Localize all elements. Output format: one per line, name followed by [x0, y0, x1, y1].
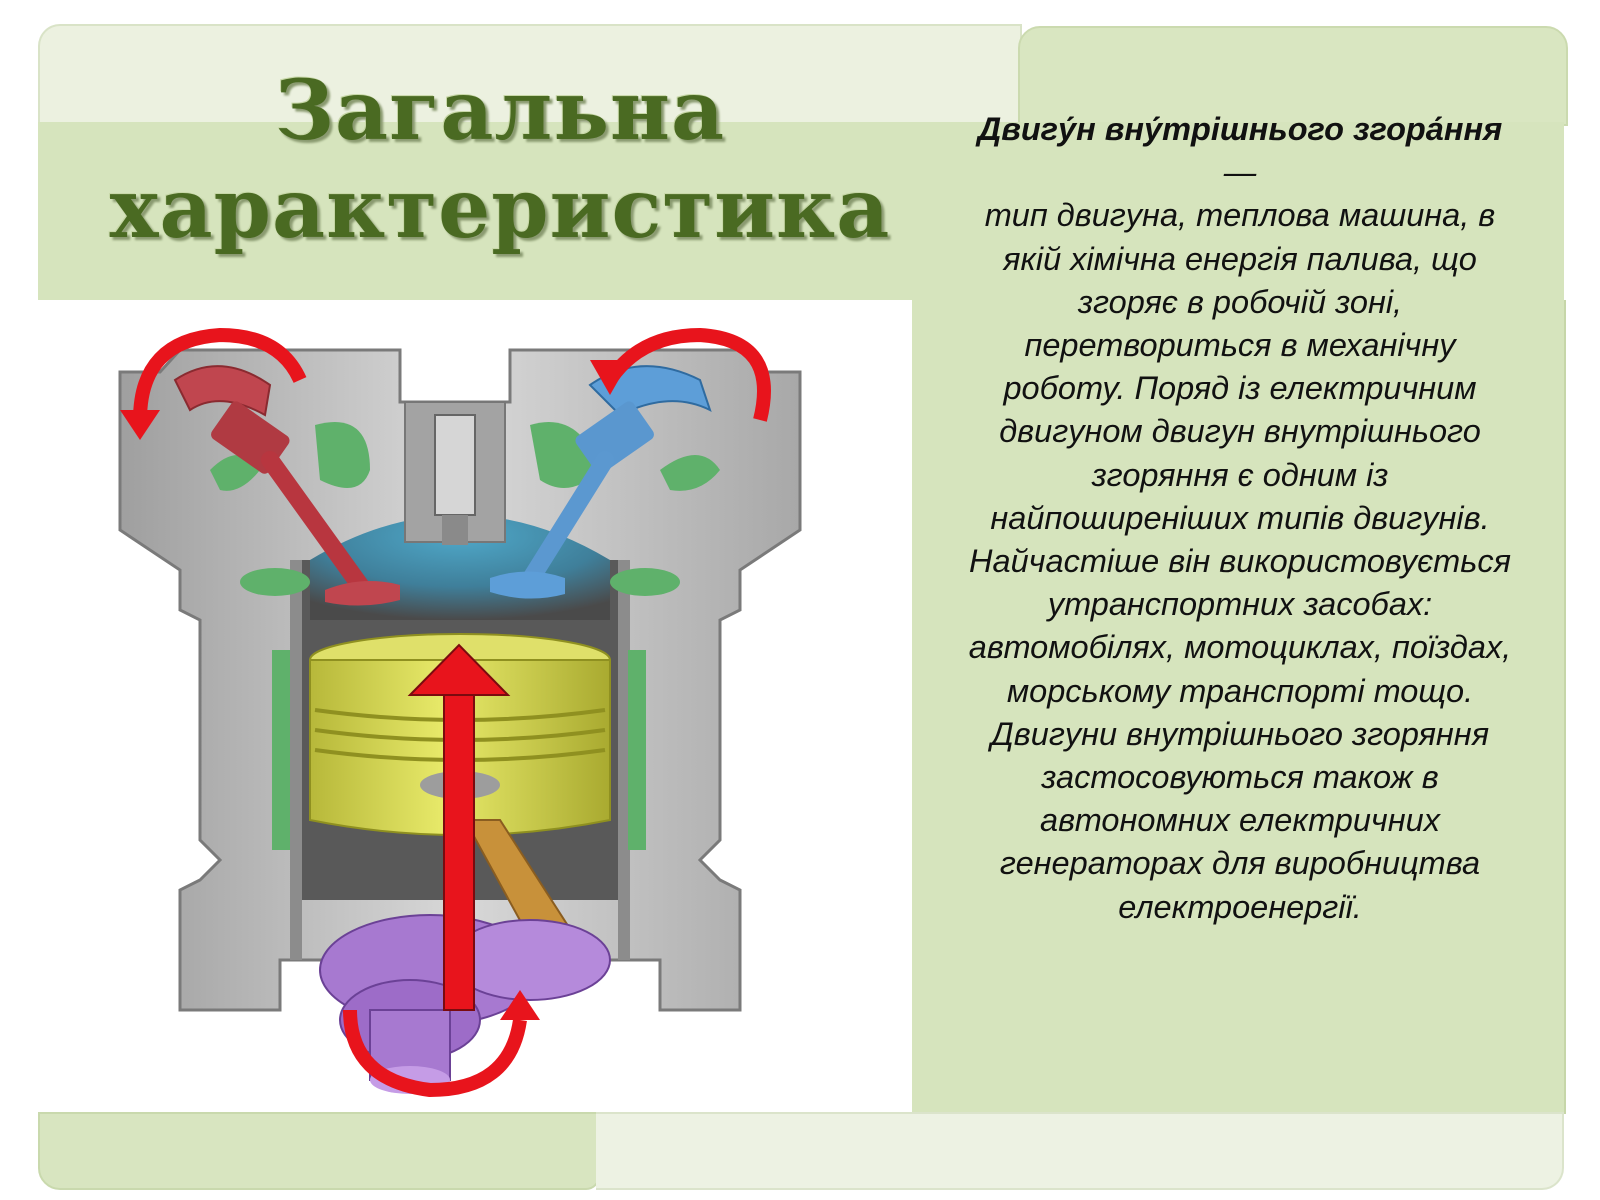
crankshaft	[319, 914, 611, 1094]
title-band	[38, 122, 1564, 300]
piston-up-arrow	[407, 643, 511, 1011]
frame-bottom-left	[38, 1112, 600, 1190]
intake-rotation-arrowhead	[120, 410, 160, 440]
frame-top-right	[1018, 26, 1568, 126]
exhaust-valve	[490, 365, 712, 599]
frame-bottom-right	[596, 1112, 1564, 1190]
definition-text: Двигу́н вну́трішнього згора́ння — тип дв…	[960, 108, 1520, 929]
definition-body: тип двигуна, теплова машина, в якій хімі…	[968, 197, 1512, 925]
crank-rotation-arrowhead	[500, 990, 540, 1020]
exhaust-rotation-arrowhead	[590, 360, 630, 395]
text-panel	[912, 300, 1566, 1114]
frame-top-left	[38, 24, 1022, 126]
slide-title: Загальна характеристика	[109, 63, 891, 257]
motion-arrows	[133, 327, 771, 1098]
engine-cylinder-illustration	[118, 327, 802, 1098]
intake-valve	[173, 365, 400, 606]
term-dash: —	[1223, 154, 1257, 191]
term-heading: Двигу́н вну́трішнього згора́ння	[977, 111, 1503, 147]
